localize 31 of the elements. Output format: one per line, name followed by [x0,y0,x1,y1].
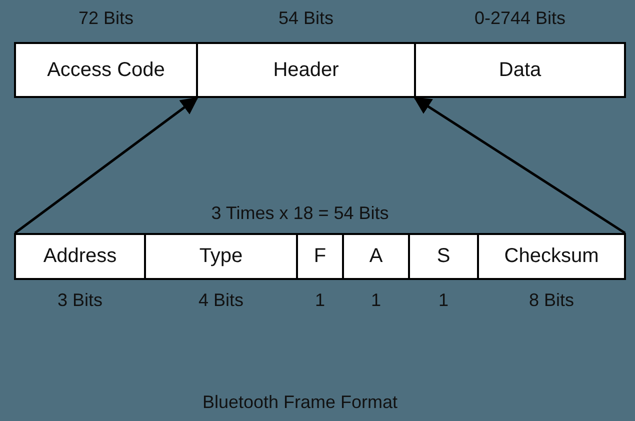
field-box [296,233,344,280]
arrow [14,96,198,234]
field-box [342,233,410,280]
field-box [477,233,626,280]
field-box [144,233,298,280]
caption: Bluetooth Frame Format [202,392,398,413]
bit-length-label: 1 [438,290,448,311]
field-name: Header [273,58,339,82]
arrow [414,96,626,234]
bit-length-label: 4 Bits [198,290,244,311]
field-box [14,233,146,280]
field-box [408,233,479,280]
note-label: 3 Times x 18 = 54 Bits [211,203,389,224]
field-name: Type [199,245,243,268]
bit-length-label: 1 [371,290,381,311]
field-box [14,42,198,98]
field-name: Data [498,58,542,82]
field-box [196,42,416,98]
field-name: F [314,245,326,268]
bit-length-label: 54 Bits [278,8,334,29]
bit-length-label: 3 Bits [57,290,103,311]
field-name: Address [43,245,117,268]
field-name: S [436,245,450,268]
bit-length-label: 8 Bits [528,290,574,311]
bit-length-label: 72 Bits [78,8,134,29]
bit-length-label: 1 [315,290,325,311]
field-box [414,42,626,98]
field-name: Checksum [504,245,599,268]
bit-length-label: 0-2744 Bits [474,8,566,29]
field-name: A [369,245,383,268]
field-name: Access Code [47,58,165,82]
